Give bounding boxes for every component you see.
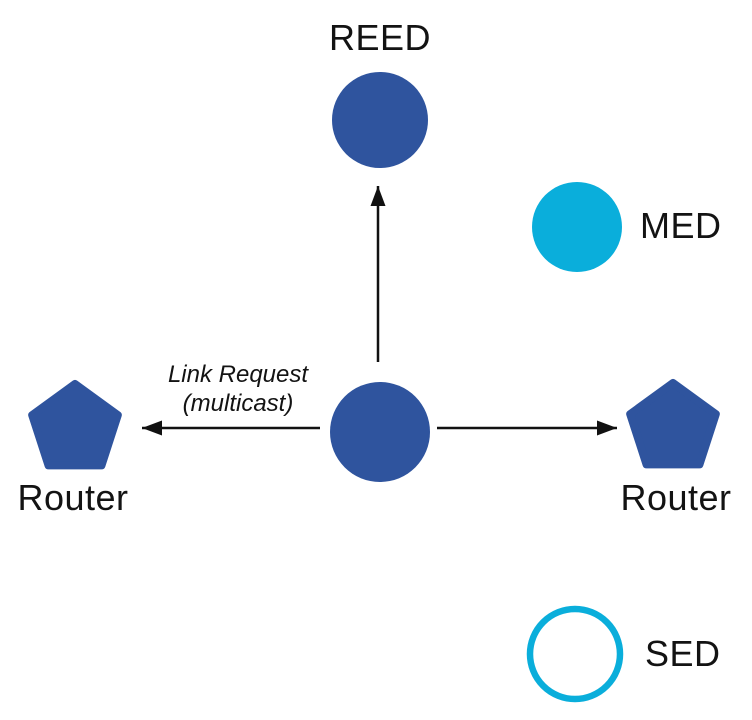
router-right-pentagon [626, 379, 720, 469]
med-label: MED [640, 205, 722, 246]
router-left-label: Router [17, 477, 129, 518]
router-left-pentagon [28, 380, 122, 470]
router-right-label: Router [620, 477, 732, 518]
med-node-circle [532, 182, 622, 272]
sed-node-circle-outline [526, 605, 624, 703]
reed-label: REED [328, 17, 432, 58]
reed-node-circle [332, 72, 428, 168]
link-request-annotation: Link Request (multicast) [168, 360, 308, 419]
sed-label: SED [645, 633, 721, 674]
sender-node-circle [330, 382, 430, 482]
link-request-annotation-line1: Link Request [167, 361, 309, 388]
link-request-annotation-line2: (multicast) [182, 390, 294, 418]
